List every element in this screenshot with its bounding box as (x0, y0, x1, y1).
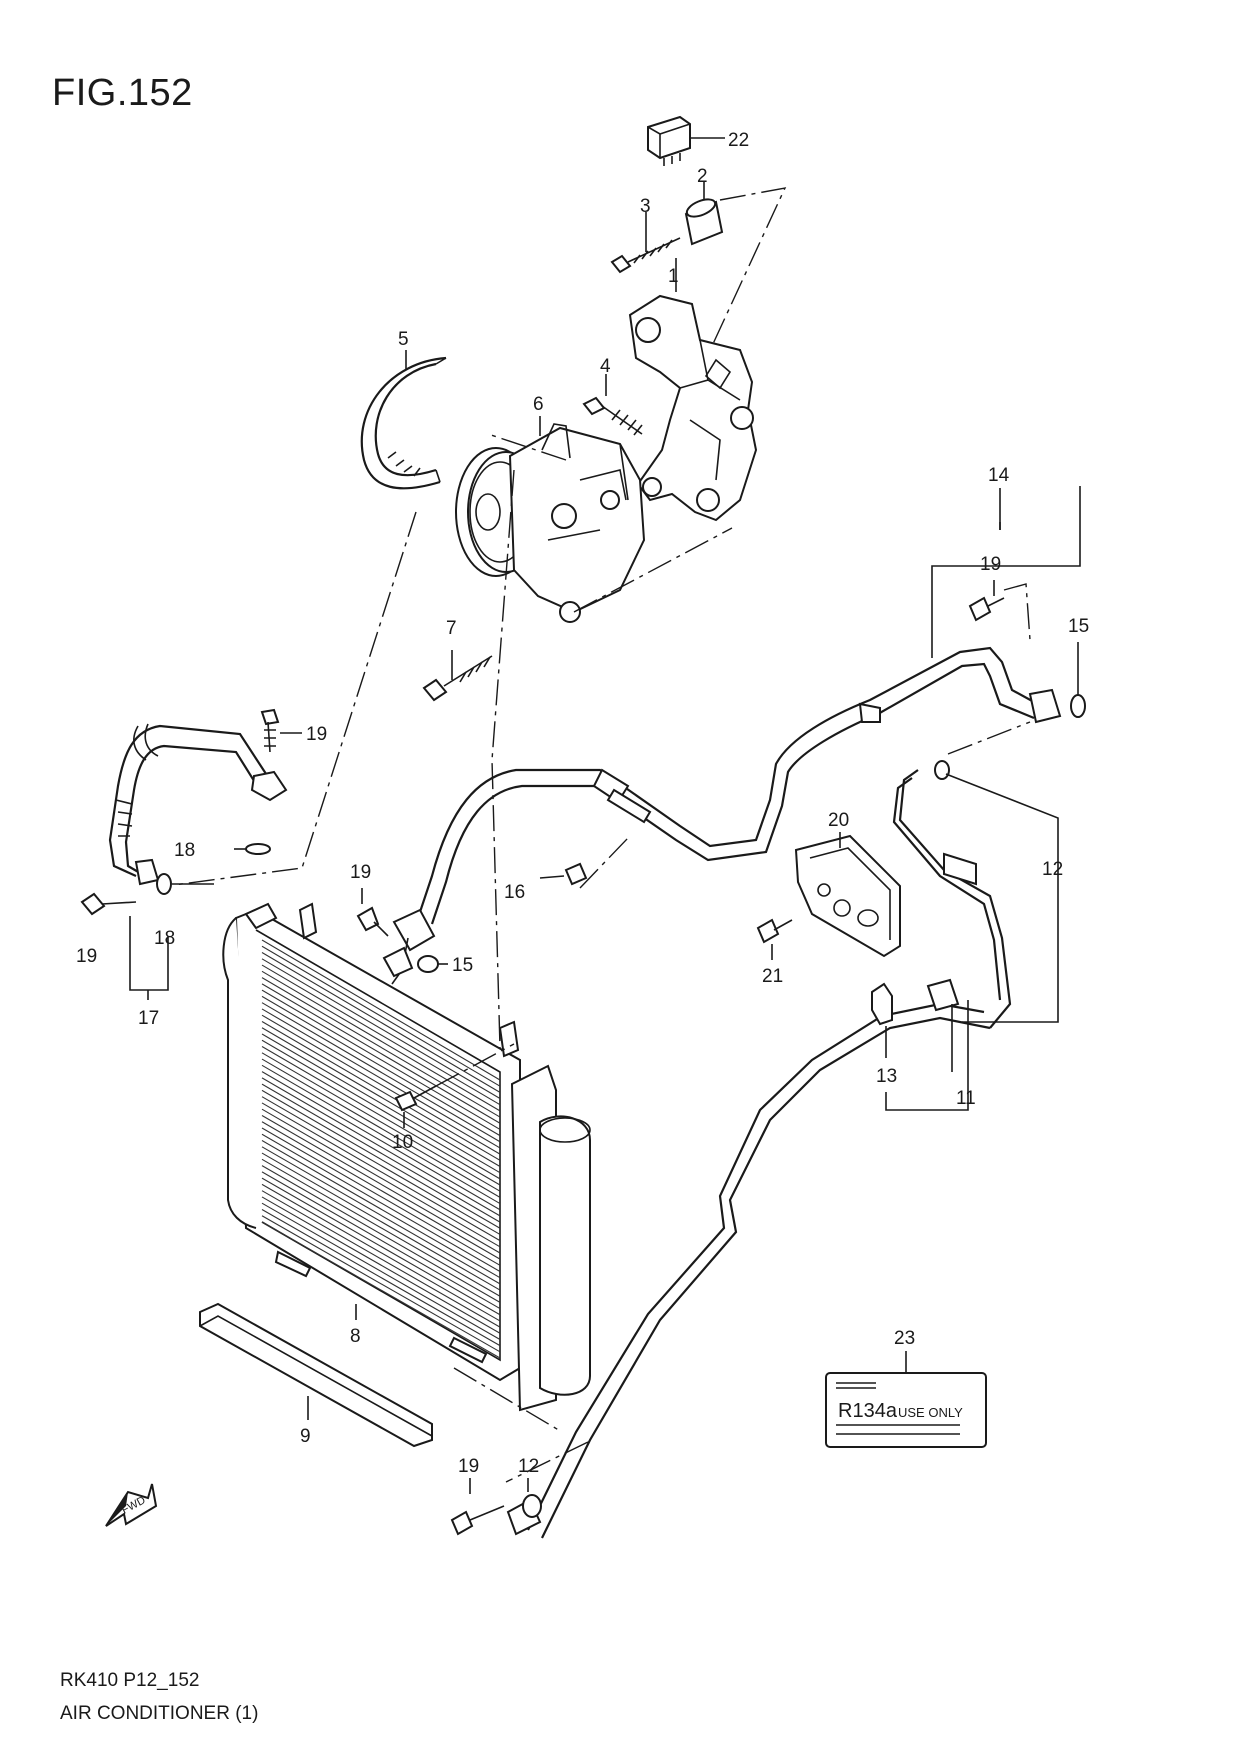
relay-part (647, 115, 691, 166)
refrigerant-label-part: R134a USE ONLY (825, 1372, 987, 1448)
callout-9: 9 (300, 1426, 311, 1447)
diagram-description: AIR CONDITIONER (1) (60, 1703, 259, 1724)
callout-labels: 1 2 3 4 5 6 7 8 9 10 11 12 12 13 14 15 1… (76, 130, 1089, 1477)
o-ring-15b (1070, 694, 1086, 718)
condenser-part (222, 902, 591, 1412)
liquid-pipe-part (506, 769, 1012, 1539)
seal-strip-part (199, 1302, 433, 1448)
callout-17: 17 (138, 1008, 159, 1029)
condenser-cover-part (794, 834, 901, 958)
callout-6: 6 (533, 394, 544, 415)
callout-19-bottom: 19 (458, 1456, 479, 1477)
refrigerant-label-suffix: USE ONLY (898, 1405, 963, 1420)
callout-20: 20 (828, 810, 849, 831)
compressor-bolt-part (422, 655, 493, 702)
o-ring-15a (417, 955, 439, 973)
callout-2: 2 (697, 166, 708, 187)
o-ring-12a (934, 760, 950, 780)
o-ring-18b (245, 843, 271, 855)
drive-belt-part (360, 356, 447, 490)
callout-4: 4 (600, 356, 611, 377)
callout-21: 21 (762, 966, 783, 987)
callout-13: 13 (876, 1066, 897, 1087)
condenser-fins (261, 939, 501, 1359)
callout-12-bottom: 12 (518, 1456, 539, 1477)
bolt-19-mid (356, 906, 389, 937)
callout-19-left: 19 (76, 946, 97, 967)
o-ring-18a (156, 873, 172, 895)
callout-22: 22 (728, 130, 749, 151)
callout-19-top: 19 (306, 724, 327, 745)
bracket-bolt-part (582, 396, 643, 436)
pressure-switch-part (871, 982, 893, 1026)
callout-15-mid: 15 (452, 955, 473, 976)
discharge-hose-part (108, 723, 271, 886)
spacer-part (684, 198, 724, 246)
diagram-code: RK410 P12_152 (60, 1670, 200, 1691)
ac-compressor-part (455, 423, 646, 623)
fitting-19a (80, 892, 137, 916)
callout-15-right: 15 (1068, 616, 1089, 637)
condenser-bolt-10 (394, 1085, 437, 1112)
refrigerant-label-main: R134a (838, 1400, 898, 1422)
bolt-21 (756, 918, 793, 944)
callout-18-left: 18 (154, 928, 175, 949)
bolt-part (610, 237, 681, 274)
callout-5: 5 (398, 329, 409, 350)
callout-1: 1 (668, 266, 679, 287)
callout-19-right: 19 (980, 554, 1001, 575)
bolt-19-upper (250, 708, 288, 802)
callout-16: 16 (504, 882, 525, 903)
callout-18-center: 18 (174, 840, 195, 861)
pipe-clip-16 (564, 862, 588, 886)
callout-10: 10 (392, 1132, 413, 1153)
callout-19-mid: 19 (350, 862, 371, 883)
bolt-19-bottom (450, 1505, 505, 1536)
bolt-19-right (968, 596, 1005, 622)
callout-11: 11 (956, 1088, 976, 1109)
callout-8: 8 (350, 1326, 361, 1347)
o-ring-12b (522, 1494, 542, 1518)
compressor-bracket-part (628, 294, 758, 522)
figure-title: FIG.152 (52, 72, 193, 114)
callout-7: 7 (446, 618, 457, 639)
callout-23: 23 (894, 1328, 915, 1349)
callout-3: 3 (640, 196, 651, 217)
fwd-arrow-icon: FWD (105, 1483, 158, 1527)
callout-14: 14 (988, 465, 1010, 486)
suction-pipe-part (382, 646, 1062, 985)
callout-12-right: 12 (1042, 859, 1063, 880)
